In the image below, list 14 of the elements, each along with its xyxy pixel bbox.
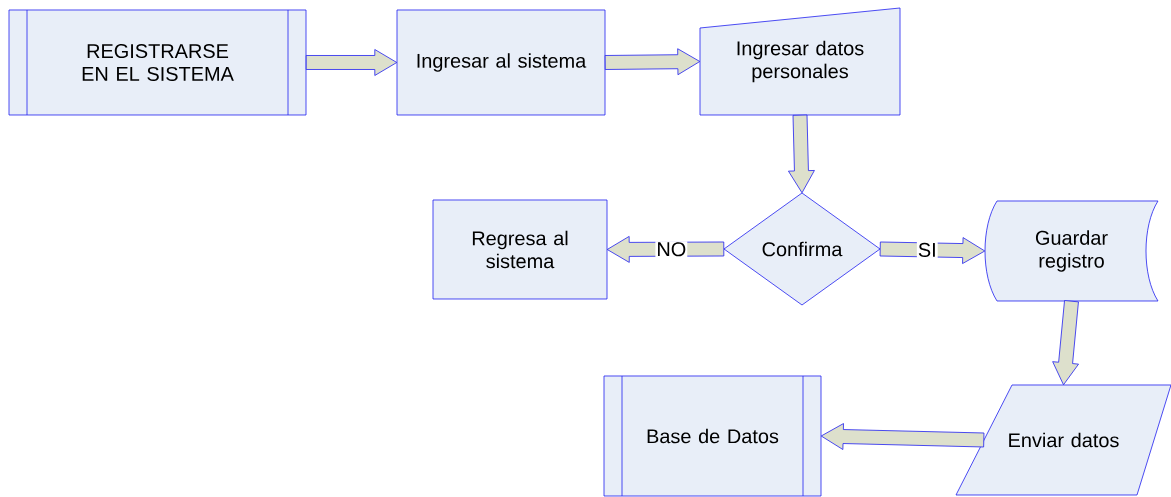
process-box: Ingresar al sistema [396,9,606,116]
block-arrow [820,423,985,450]
edge-label: SI [916,241,938,258]
manual-input-box: Ingresar datos personales [699,7,901,116]
block-arrow [1052,300,1079,386]
predefined-process-box: REGISTRARSE EN EL SISTEMA [8,9,307,116]
stored-data-box: Guardar registro [984,200,1159,302]
data-parallelogram: Enviar datos [955,384,1171,496]
predefined-process-box: Base de Datos [603,375,822,497]
edge-label: NO [655,241,688,258]
process-box: Regresa al sistema [432,199,608,300]
block-arrow [788,114,815,194]
block-arrow [305,49,398,76]
block-arrow [604,48,701,76]
